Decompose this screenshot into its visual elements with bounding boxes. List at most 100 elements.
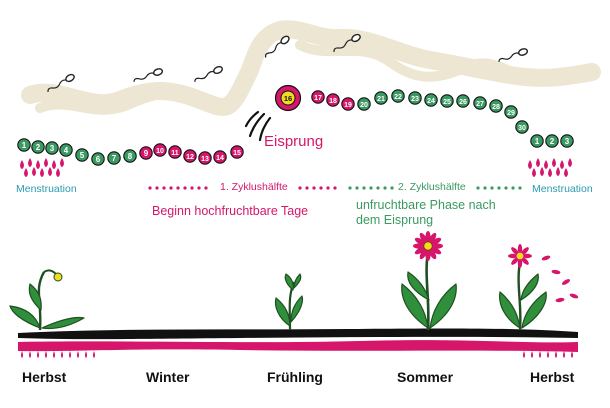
cycle-day-15: 15 (230, 145, 244, 159)
ground-drip (69, 351, 71, 358)
cycle-day-20: 20 (357, 97, 371, 111)
svg-text:24: 24 (427, 98, 435, 105)
svg-text:25: 25 (443, 99, 451, 106)
next-cycle-day-2: 2 (545, 134, 559, 148)
sperm-illustrations (47, 33, 529, 92)
cycle-day-14: 14 (213, 150, 227, 164)
first-half-dot (305, 186, 309, 190)
blood-drop-icon (568, 158, 572, 168)
first-half-dot (298, 186, 302, 190)
cycle-day-18: 18 (326, 93, 340, 107)
svg-text:10: 10 (156, 148, 164, 155)
svg-text:27: 27 (476, 101, 484, 108)
falling-petal (561, 279, 571, 285)
first-half-dot (162, 186, 166, 190)
second-half-dot (362, 186, 366, 190)
ground-drip (93, 351, 95, 358)
cycle-day-30: 30 (515, 120, 529, 134)
blood-drop-icon (48, 167, 52, 177)
cycle-day-8: 8 (123, 149, 137, 163)
svg-text:26: 26 (459, 99, 467, 106)
svg-text:1: 1 (22, 141, 27, 150)
cycle-day-29: 29 (504, 105, 518, 119)
ground-drip (61, 351, 63, 358)
menstruation-label-right: Menstruation (532, 183, 593, 195)
blood-drop-icon (52, 160, 56, 170)
ground-drip (531, 351, 533, 358)
cycle-day-22: 22 (391, 89, 405, 103)
plant-withered-left (9, 269, 85, 331)
cycle-half-dotted-lines (148, 186, 522, 190)
second-half-dot (518, 186, 522, 190)
season-label-autumn-left: Herbst (22, 369, 67, 385)
svg-text:6: 6 (96, 155, 101, 164)
cycle-day-23: 23 (408, 91, 422, 105)
ovulation-flash-lines (244, 110, 272, 142)
first-half-dot (204, 186, 208, 190)
ground-drip (523, 351, 525, 358)
falling-petal (541, 255, 551, 261)
blood-drop-icon (536, 158, 540, 168)
sperm-icon (194, 65, 223, 82)
svg-text:19: 19 (344, 102, 352, 109)
ground-drip (21, 351, 23, 358)
second-half-dot (476, 186, 480, 190)
cycle-day-25: 25 (440, 94, 454, 108)
mucus-band (21, 20, 601, 116)
ground-drip (555, 351, 557, 358)
svg-text:5: 5 (80, 151, 85, 160)
cycle-day-17: 17 (311, 90, 325, 104)
ground-soil (18, 328, 578, 340)
first-half-dot (155, 186, 159, 190)
svg-text:20: 20 (360, 102, 368, 109)
ovulation-label: Eisprung (264, 133, 324, 150)
next-cycle-day-3: 3 (560, 134, 574, 148)
season-label-winter: Winter (146, 369, 190, 385)
svg-text:14: 14 (216, 155, 224, 162)
first-half-dot (148, 186, 152, 190)
blood-drop-icon (56, 168, 60, 178)
plant-flower-summer (401, 231, 457, 331)
svg-text:17: 17 (314, 95, 322, 102)
ground-drip (77, 351, 79, 358)
cycle-day-9: 9 (139, 146, 153, 160)
blood-drop-icon (548, 168, 552, 178)
menstruation-drops (20, 158, 572, 178)
first-half-dot (197, 186, 201, 190)
first-half-dot (312, 186, 316, 190)
svg-text:7: 7 (112, 154, 117, 163)
svg-text:30: 30 (518, 125, 526, 132)
blood-drop-icon (28, 158, 32, 168)
svg-text:3: 3 (50, 144, 55, 153)
plant-flower-autumn (499, 244, 579, 331)
blood-drop-icon (44, 158, 48, 168)
first-half-dot (176, 186, 180, 190)
plant-sprout (274, 273, 304, 331)
svg-text:29: 29 (507, 110, 515, 117)
svg-text:18: 18 (329, 98, 337, 105)
blood-drop-icon (552, 158, 556, 168)
blood-drop-icon (544, 160, 548, 170)
falling-petal (555, 297, 565, 303)
first-half-dot (319, 186, 323, 190)
cycle-day-26: 26 (456, 94, 470, 108)
first-half-dot (333, 186, 337, 190)
cycle-day-10: 10 (153, 143, 167, 157)
svg-text:1: 1 (535, 137, 540, 146)
second-half-dot (390, 186, 394, 190)
ground-drip (29, 351, 31, 358)
falling-petal (551, 269, 561, 275)
second-half-dot (355, 186, 359, 190)
season-label-summer: Sommer (397, 369, 454, 385)
second-half-dot (504, 186, 508, 190)
svg-text:13: 13 (201, 156, 209, 163)
second-half-dot (383, 186, 387, 190)
season-label-autumn-right: Herbst (530, 369, 575, 385)
menstruation-label-left: Menstruation (16, 183, 77, 195)
second-half-label: 2. Zyklushälfte (398, 181, 466, 193)
cycle-day-28: 28 (489, 99, 503, 113)
season-label-spring: Frühling (267, 369, 323, 385)
ground-drip (547, 351, 549, 358)
